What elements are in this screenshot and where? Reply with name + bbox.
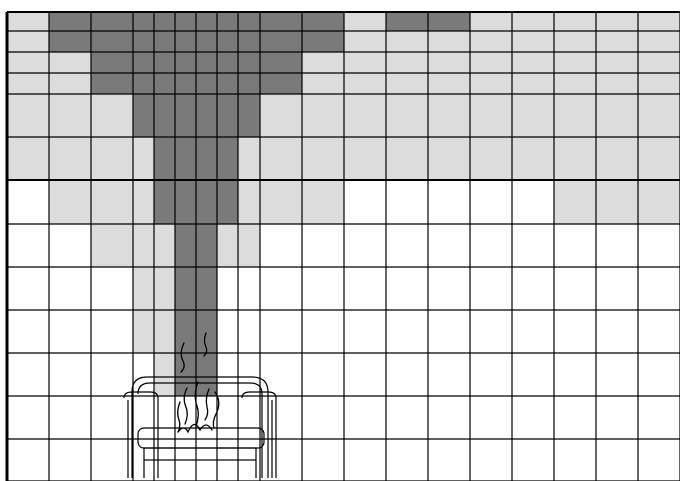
light-smoke-cell — [554, 180, 680, 224]
